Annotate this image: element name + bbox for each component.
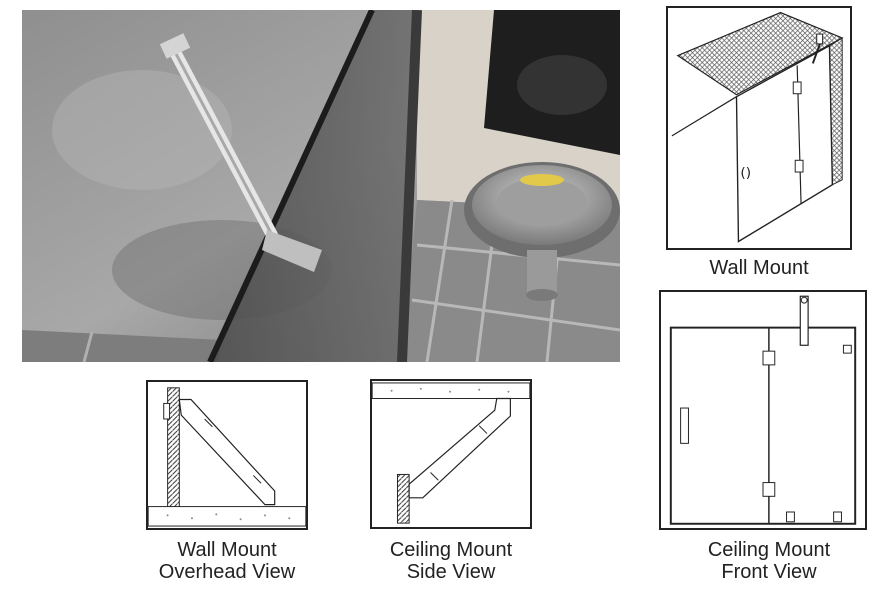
wall-mount-overhead-caption: Wall Mount Overhead View [158, 539, 296, 583]
shower-enclosure-photo [22, 10, 620, 362]
ceiling-mount-side-caption: Ceiling Mount Side View [389, 539, 513, 583]
wall-mount-caption: Wall Mount [709, 257, 809, 279]
svg-text:(): () [740, 165, 751, 181]
ceiling-mount-front-diagram [659, 290, 867, 530]
ceiling-mount-front-caption: Ceiling Mount Front View [707, 539, 831, 583]
ceiling-mount-side-diagram [370, 379, 532, 529]
wall-mount-diagram: () [666, 6, 852, 250]
wall-mount-overhead-diagram [146, 380, 308, 530]
